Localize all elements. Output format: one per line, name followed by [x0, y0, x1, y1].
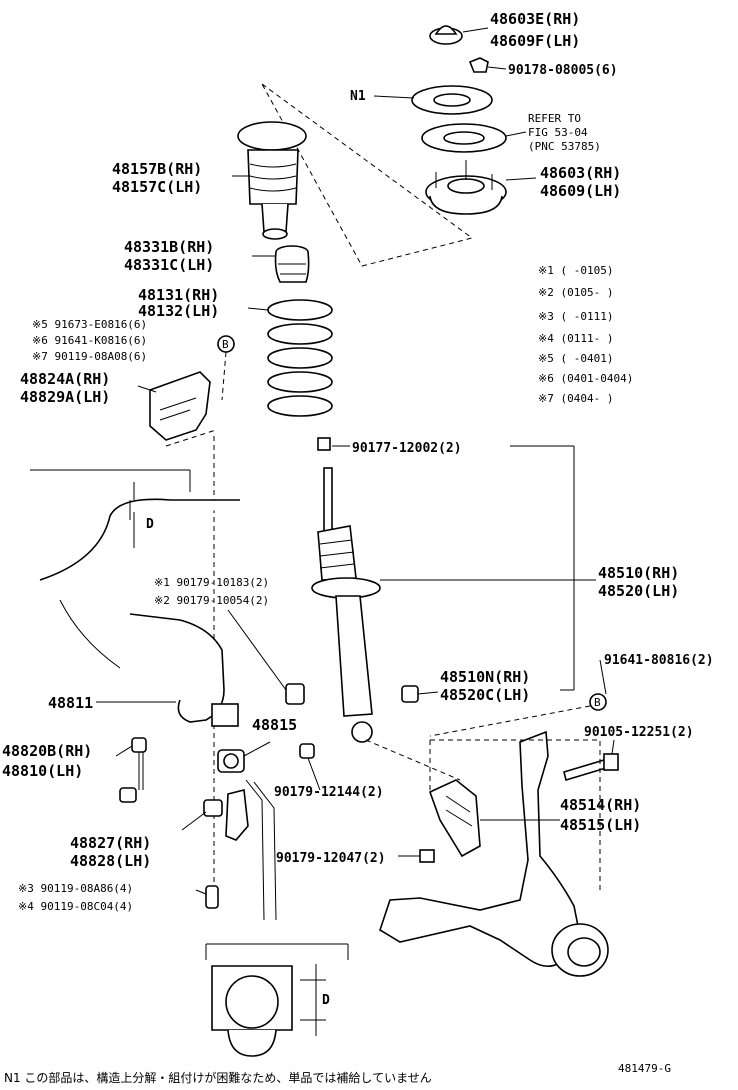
label-91641-80816: 91641-80816(2) [604, 653, 714, 668]
nut-90178-part [468, 57, 489, 73]
label-48132: 48132(LH) [138, 302, 219, 320]
top-mount-cap-part [429, 25, 463, 45]
label-refer-3: (PNC 53785) [528, 140, 601, 153]
label-48157b: 48157B(RH) [112, 160, 202, 178]
figure-id: 481479-G [618, 1062, 671, 1075]
label-48520: 48520(LH) [598, 582, 679, 600]
clamp-part [203, 779, 277, 921]
clamp-bolt-part [205, 885, 219, 909]
dim-d-upper: D [146, 517, 154, 532]
bolt-90105-part [563, 753, 619, 782]
nut-90177-part [317, 437, 331, 451]
bushing-upper-part [285, 683, 305, 705]
label-48331b: 48331B(RH) [124, 238, 214, 256]
serial-note-6: ※6 (0401-0404) [538, 372, 633, 385]
dust-boot-part [237, 121, 307, 240]
label-91673: ※5 91673-E0816(6) [32, 318, 147, 331]
dim-d-lower: D [322, 993, 330, 1008]
label-48514: 48514(RH) [560, 796, 641, 814]
coil-spring-part [267, 299, 333, 417]
lower-bracket-part [379, 730, 609, 977]
label-refer-1: REFER TO [528, 112, 581, 125]
label-48815: 48815 [252, 716, 297, 734]
label-90179-12047: 90179-12047(2) [276, 851, 386, 866]
label-48829a: 48829A(LH) [20, 388, 110, 406]
serial-note-3: ※3 ( -0111) [538, 310, 613, 323]
gasket-n1-part [411, 85, 493, 115]
label-48520c: 48520C(LH) [440, 686, 530, 704]
label-48810: 48810(LH) [2, 762, 83, 780]
serial-note-7: ※7 (0404- ) [538, 392, 613, 405]
label-48515: 48515(LH) [560, 816, 641, 834]
stabilizer-link-part [119, 737, 147, 803]
serial-note-4: ※4 (0111- ) [538, 332, 613, 345]
label-90119-08a08: ※7 90119-08A08(6) [32, 350, 147, 363]
serial-note-2: ※2 (0105- ) [538, 286, 613, 299]
support-mount-part [425, 160, 507, 215]
label-48827: 48827(RH) [70, 834, 151, 852]
label-90177: 90177-12002(2) [352, 441, 462, 456]
label-90119-08c04: ※4 90119-08C04(4) [18, 900, 133, 913]
label-90105: 90105-12251(2) [584, 725, 694, 740]
label-refer-2: FIG 53-04 [528, 126, 588, 139]
callout-b-upper: B [222, 338, 229, 351]
label-n1: N1 [350, 89, 366, 104]
nut-12144-part [299, 743, 315, 759]
label-48820b: 48820B(RH) [2, 742, 92, 760]
callout-b-lower: B [594, 696, 601, 709]
label-48609: 48609(LH) [540, 182, 621, 200]
label-48609f: 48609F(LH) [490, 32, 580, 50]
label-90179-10054: ※2 90179-10054(2) [154, 594, 269, 607]
label-48828: 48828(LH) [70, 852, 151, 870]
label-48157c: 48157C(LH) [112, 178, 202, 196]
serial-note-1: ※1 ( -0105) [538, 264, 613, 277]
footnote-text: N1 この部品は、構造上分解・組付けが困難なため、単品では補給していません [4, 1070, 432, 1085]
label-91641-k: ※6 91641-K0816(6) [32, 334, 147, 347]
label-90179-10183: ※1 90179-10183(2) [154, 576, 269, 589]
cartridge-part [401, 685, 419, 703]
label-48603: 48603(RH) [540, 164, 621, 182]
label-90179-12144: 90179-12144(2) [274, 785, 384, 800]
serial-note-5: ※5 ( -0401) [538, 352, 613, 365]
label-48510n: 48510N(RH) [440, 668, 530, 686]
bushing-part [217, 749, 245, 773]
label-90119-08a86: ※3 90119-08A86(4) [18, 882, 133, 895]
shock-absorber-part [311, 467, 381, 743]
label-90178: 90178-08005(6) [508, 63, 618, 78]
gasket-refer-part [421, 123, 507, 153]
bracket-part [149, 371, 211, 441]
label-48331c: 48331C(LH) [124, 256, 214, 274]
label-48824a: 48824A(RH) [20, 370, 110, 388]
label-48510: 48510(RH) [598, 564, 679, 582]
bump-stop-part [274, 245, 310, 283]
stabilizer-detail: D [30, 469, 240, 727]
label-48603e: 48603E(RH) [490, 10, 580, 28]
label-48811: 48811 [48, 694, 93, 712]
label-48131: 48131(RH) [138, 286, 219, 304]
bushing-detail: D [205, 943, 349, 1057]
